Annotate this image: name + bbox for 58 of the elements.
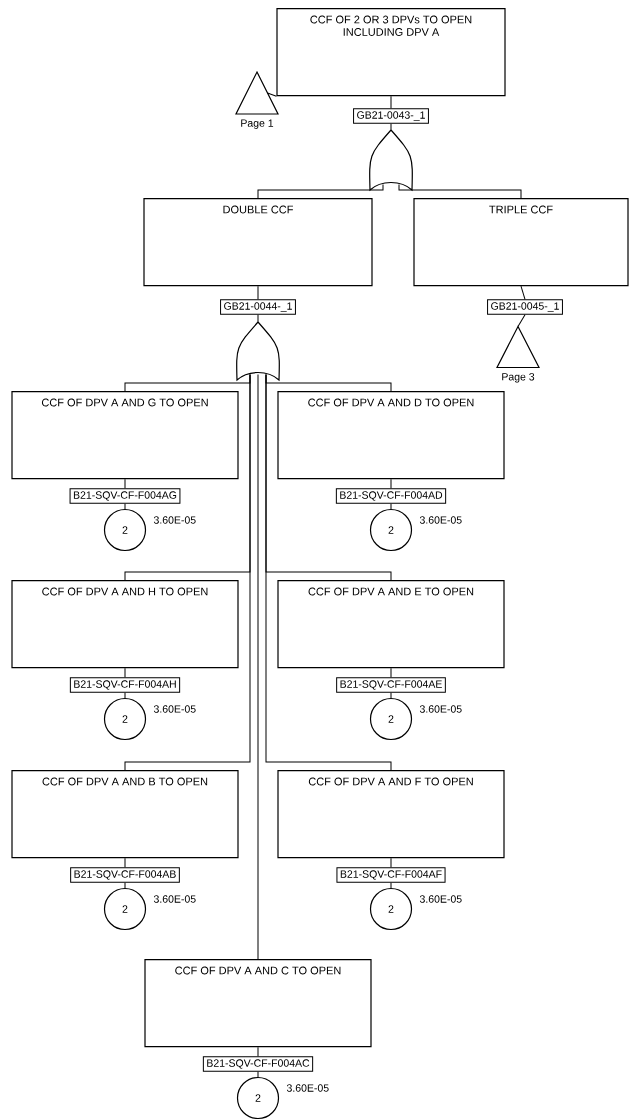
connector-line <box>398 184 522 199</box>
connector-line <box>257 184 384 199</box>
probability-value: 3.60E-05 <box>286 1084 329 1092</box>
connector-line <box>265 374 392 771</box>
connector-line <box>124 882 126 889</box>
or-gate <box>369 129 413 191</box>
probability-value: 3.60E-05 <box>153 895 196 903</box>
connector-line <box>390 857 392 868</box>
connector-line <box>267 92 277 97</box>
event-box: CCF OF DPV A AND B TO OPEN <box>11 770 239 859</box>
event-box: CCF OF DPV A AND D TO OPEN <box>277 391 505 480</box>
page-label: Page 3 <box>502 373 535 383</box>
id-tag: B21-SQV-CF-F004AH <box>69 677 181 693</box>
id-tag: B21-SQV-CF-F004AC <box>202 1056 314 1072</box>
probability-value: 3.60E-05 <box>419 516 462 524</box>
id-tag: B21-SQV-CF-F004AB <box>70 867 180 883</box>
event-box: CCF OF DPV A AND H TO OPEN <box>11 580 239 669</box>
connector-line <box>257 1071 259 1078</box>
event-box: CCF OF DPV A AND F TO OPEN <box>277 770 505 859</box>
or-gate <box>236 321 280 381</box>
probability-value: 3.60E-05 <box>153 516 196 524</box>
connector-line <box>390 503 392 510</box>
connector-line <box>520 285 526 300</box>
connector-line <box>390 478 392 489</box>
connector-line <box>257 374 259 960</box>
connector-line <box>390 123 392 130</box>
page-label: Page 1 <box>241 119 274 129</box>
id-tag: B21-SQV-CF-F004AG <box>69 488 181 504</box>
connector-line <box>257 314 259 322</box>
probability-value: 3.60E-05 <box>419 895 462 903</box>
id-tag: GB21-0043-_1 <box>353 108 429 124</box>
transfer-triangle <box>496 325 540 369</box>
id-tag: B21-SQV-CF-F004AF <box>336 867 446 883</box>
connector-line <box>124 857 126 868</box>
connector-line <box>390 882 392 889</box>
connector-line <box>390 95 392 109</box>
connector-line <box>390 667 392 678</box>
id-tag: B21-SQV-CF-F004AE <box>336 677 446 693</box>
connector-line <box>390 692 392 699</box>
connector-line <box>124 478 126 489</box>
id-tag: GB21-0045-_1 <box>487 299 563 315</box>
event-box: TRIPLE CCF <box>413 198 629 287</box>
connector-line <box>517 314 526 327</box>
event-box: CCF OF DPV A AND G TO OPEN <box>11 391 239 480</box>
connector-line <box>124 692 126 699</box>
connector-line <box>257 1046 259 1057</box>
event-box: CCF OF 2 OR 3 DPVs TO OPEN INCLUDING DPV A <box>276 8 506 97</box>
connector-line <box>124 503 126 510</box>
event-box: CCF OF DPV A AND C TO OPEN <box>144 959 372 1048</box>
event-box: CCF OF DPV A AND E TO OPEN <box>277 580 505 669</box>
connector-line <box>124 374 251 771</box>
probability-value: 3.60E-05 <box>419 705 462 713</box>
event-box: DOUBLE CCF <box>143 198 373 287</box>
id-tag: GB21-0044-_1 <box>220 299 296 315</box>
id-tag: B21-SQV-CF-F004AD <box>335 488 447 504</box>
connector-line <box>124 667 126 678</box>
probability-value: 3.60E-05 <box>153 705 196 713</box>
connector-line <box>257 285 259 300</box>
